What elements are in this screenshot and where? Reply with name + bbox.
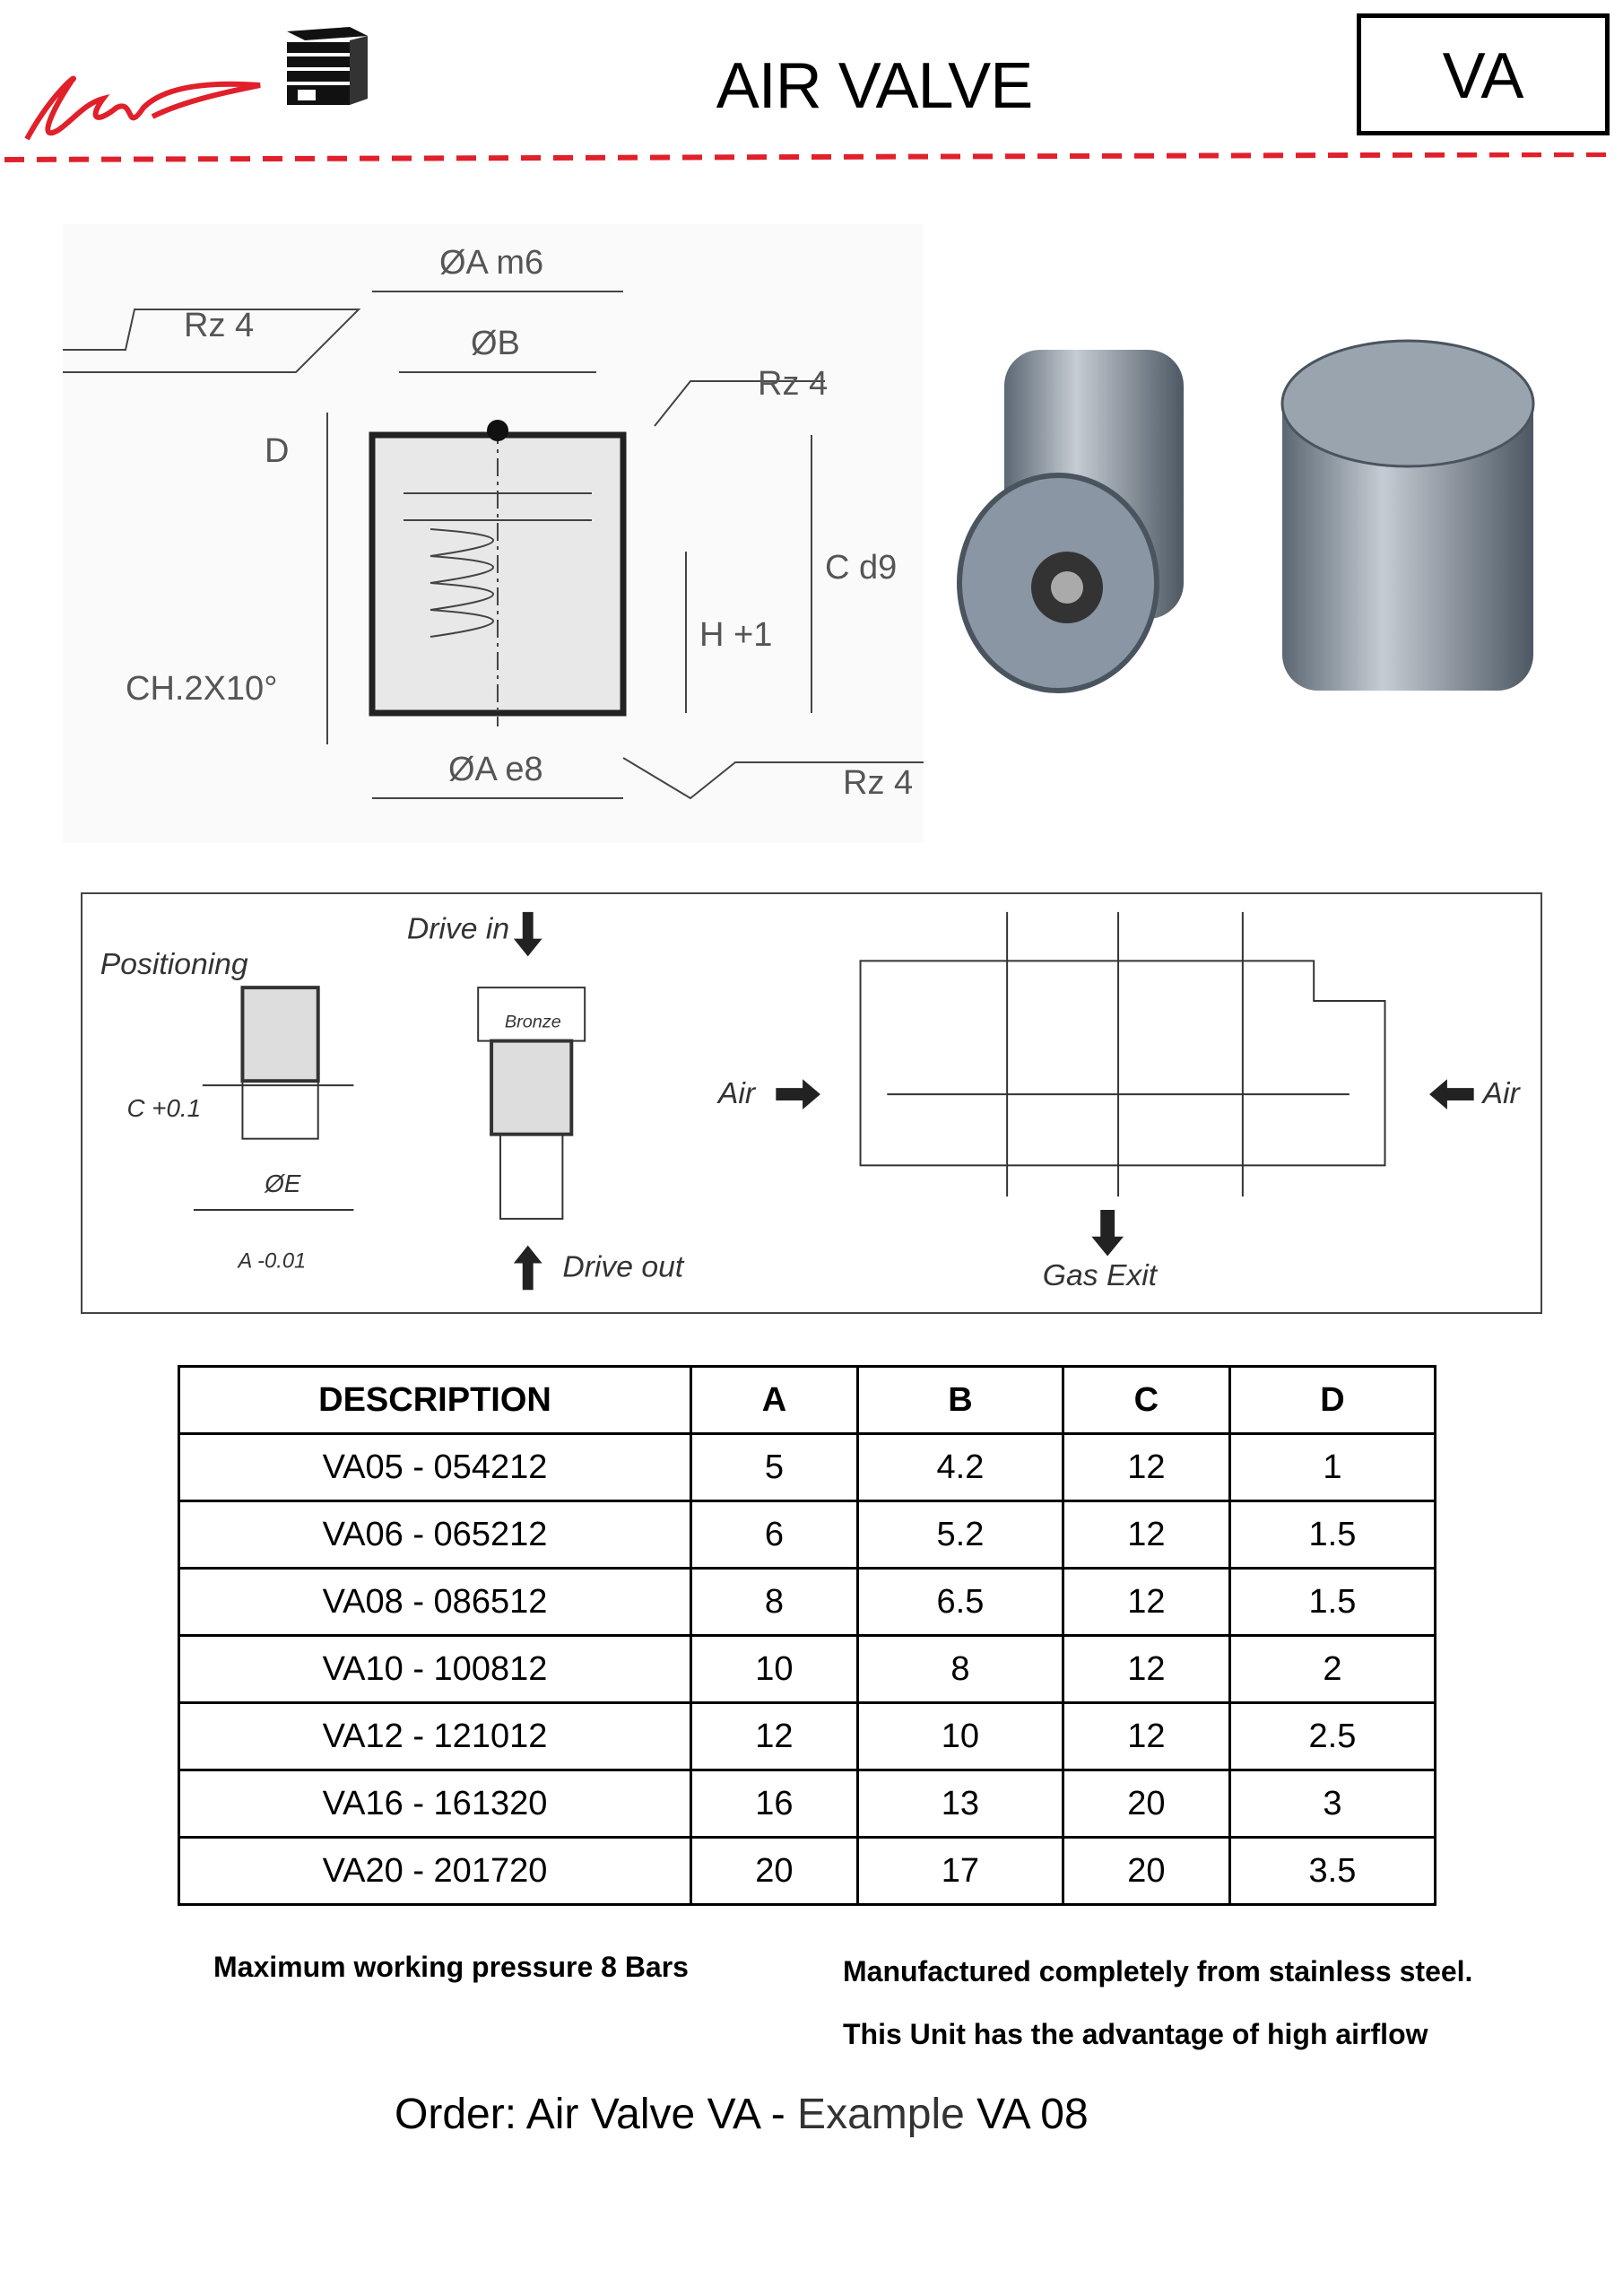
cell-d: 1.5 bbox=[1228, 1500, 1437, 1570]
order-prefix: Order: Air Valve VA bbox=[395, 2091, 759, 2138]
cell-d: 1.5 bbox=[1228, 1567, 1437, 1637]
company-logo-tower-icon bbox=[287, 27, 368, 105]
dim-h: H +1 bbox=[699, 616, 772, 654]
roughness-label: Rz 4 bbox=[758, 365, 828, 403]
order-dash: - bbox=[759, 2091, 798, 2138]
cell-b: 13 bbox=[855, 1769, 1064, 1839]
e-dim-label: ØE bbox=[264, 1170, 301, 1197]
bronze-label: Bronze bbox=[505, 1013, 561, 1032]
dim-c: C d9 bbox=[825, 549, 897, 587]
order-example-label: Example bbox=[797, 2091, 965, 2138]
c-tolerance-label: C +0.1 bbox=[127, 1094, 202, 1122]
cell-d: 2 bbox=[1228, 1634, 1437, 1704]
cell-a: 16 bbox=[690, 1769, 859, 1839]
cell-d: 1 bbox=[1228, 1432, 1437, 1502]
cell-description: VA20 - 201720 bbox=[178, 1836, 692, 1906]
dim-b: ØB bbox=[471, 325, 520, 362]
drive-out-label: Drive out bbox=[562, 1249, 684, 1283]
cell-a: 12 bbox=[690, 1701, 859, 1771]
cell-c: 20 bbox=[1061, 1836, 1231, 1906]
table-header-row: DESCRIPTION A B C D bbox=[178, 1365, 1437, 1435]
chamfer-label: CH.2X10° bbox=[126, 670, 277, 708]
pressure-note: Maximum working pressure 8 Bars bbox=[213, 1951, 689, 1983]
order-example: Order: Air Valve VA - Example VA 08 bbox=[395, 2090, 1089, 2139]
cell-description: VA08 - 086512 bbox=[178, 1567, 692, 1637]
product-photos bbox=[957, 339, 1535, 693]
cell-c: 12 bbox=[1061, 1432, 1231, 1502]
header-divider bbox=[4, 152, 1619, 162]
cell-a: 6 bbox=[690, 1500, 859, 1570]
cell-b: 4.2 bbox=[855, 1432, 1064, 1502]
cell-d: 3.5 bbox=[1228, 1836, 1437, 1906]
cell-description: VA06 - 065212 bbox=[178, 1500, 692, 1570]
airflow-note: This Unit has the advantage of high airf… bbox=[843, 2018, 1428, 2050]
col-header-d: D bbox=[1228, 1365, 1437, 1435]
order-example-code: VA 08 bbox=[964, 2091, 1089, 2138]
cell-c: 12 bbox=[1061, 1500, 1231, 1570]
cell-c: 20 bbox=[1061, 1769, 1231, 1839]
cell-description: VA16 - 161320 bbox=[178, 1769, 692, 1839]
dim-a-m6: ØA m6 bbox=[439, 244, 543, 282]
cell-b: 17 bbox=[855, 1836, 1064, 1906]
roughness-label: Rz 4 bbox=[843, 764, 913, 802]
dim-a-e8: ØA e8 bbox=[448, 751, 543, 788]
col-header-c: C bbox=[1061, 1365, 1231, 1435]
roughness-label: Rz 4 bbox=[184, 307, 254, 344]
cell-b: 6.5 bbox=[855, 1567, 1064, 1637]
company-logo-script bbox=[24, 75, 261, 141]
application-diagram: Positioning Drive in Drive out Bronze C … bbox=[81, 892, 1542, 1314]
cell-b: 8 bbox=[855, 1634, 1064, 1704]
cell-c: 12 bbox=[1061, 1701, 1231, 1771]
cell-c: 12 bbox=[1061, 1634, 1231, 1704]
dim-d: D bbox=[265, 432, 289, 470]
cell-a: 5 bbox=[690, 1432, 859, 1502]
cell-a: 8 bbox=[690, 1567, 859, 1637]
cell-c: 12 bbox=[1061, 1567, 1231, 1637]
cell-d: 2.5 bbox=[1228, 1701, 1437, 1771]
col-header-b: B bbox=[855, 1365, 1064, 1435]
drive-in-label: Drive in bbox=[407, 912, 509, 946]
cell-d: 3 bbox=[1228, 1769, 1437, 1839]
col-header-a: A bbox=[690, 1365, 859, 1435]
cell-description: VA12 - 121012 bbox=[178, 1701, 692, 1771]
cell-b: 10 bbox=[855, 1701, 1064, 1771]
material-note: Manufactured completely from stainless s… bbox=[843, 1955, 1473, 1987]
cell-a: 20 bbox=[690, 1836, 859, 1906]
positioning-label: Positioning bbox=[100, 947, 248, 981]
cell-a: 10 bbox=[690, 1634, 859, 1704]
a-tolerance-label: A -0.01 bbox=[236, 1248, 306, 1273]
col-header-description: DESCRIPTION bbox=[178, 1365, 692, 1435]
air-left-label: Air bbox=[716, 1076, 757, 1110]
air-right-label: Air bbox=[1481, 1076, 1522, 1110]
gas-exit-label: Gas Exit bbox=[1043, 1258, 1159, 1292]
technical-drawing: ØA m6 ØB D C d9 H +1 CH.2X10° ØA e8 Rz 4… bbox=[63, 224, 924, 843]
cell-b: 5.2 bbox=[855, 1500, 1064, 1570]
cell-description: VA05 - 054212 bbox=[178, 1432, 692, 1502]
product-code-box: VA bbox=[1357, 13, 1610, 135]
page-title: AIR VALVE bbox=[716, 50, 1033, 122]
cell-description: VA10 - 100812 bbox=[178, 1634, 692, 1704]
